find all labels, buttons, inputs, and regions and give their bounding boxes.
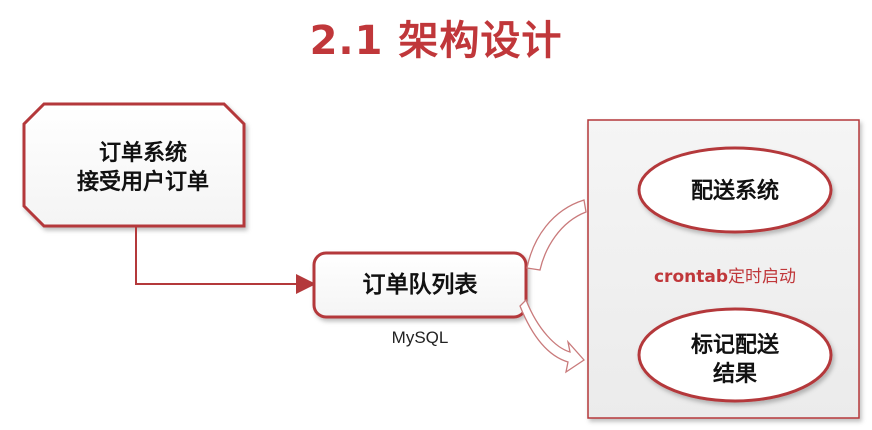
- order-system-line1: 订单系统: [98, 141, 187, 166]
- dispatch-system-ellipse: [637, 146, 833, 234]
- crontab-command: crontab: [653, 267, 728, 287]
- mark-result-ellipse: [637, 307, 833, 403]
- order-to-queue-connector: [135, 226, 316, 294]
- order-queue-box: [312, 251, 528, 319]
- mark-result-line2: 结果: [712, 361, 757, 387]
- order-system-line2: 接受用户订单: [76, 169, 209, 195]
- order-system-box: [22, 102, 246, 228]
- mark-result-label: 标记配送 结果: [640, 332, 830, 389]
- dispatch-system-label: 配送系统: [690, 179, 779, 204]
- order-queue-label: 订单队列表: [362, 272, 478, 298]
- page-title: 2.1 架构设计: [309, 18, 563, 64]
- queue-to-mark-arrow: [519, 298, 585, 374]
- mysql-label: MySQL: [391, 328, 449, 347]
- order-system-label: 订单系统 接受用户订单: [48, 140, 238, 197]
- crontab-label: crontab定时启动: [620, 262, 830, 287]
- queue-to-dispatch-arrow: [526, 199, 587, 271]
- mark-result-line1: 标记配送: [690, 333, 779, 358]
- crontab-text: 定时启动: [728, 267, 796, 287]
